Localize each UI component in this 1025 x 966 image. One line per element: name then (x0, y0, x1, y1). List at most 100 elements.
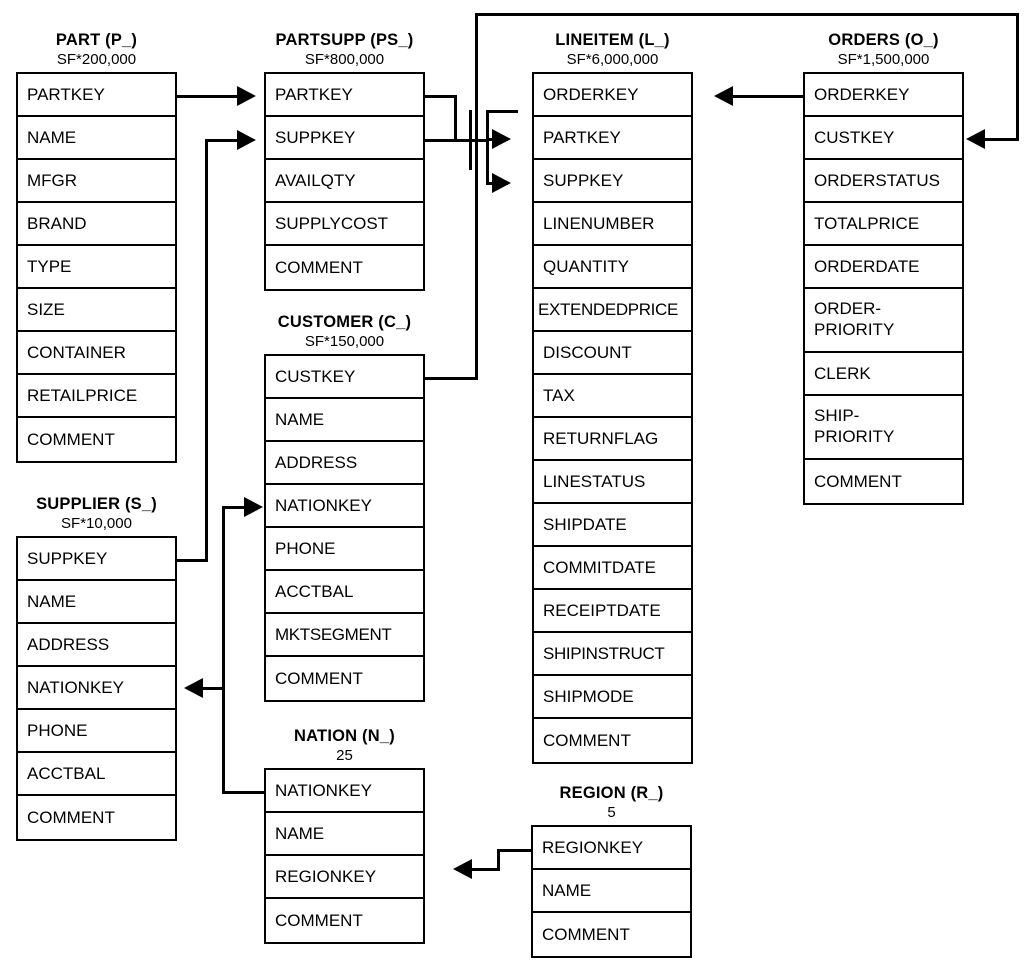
table-region: REGION (R_) 5 REGIONKEY NAME COMMENT (531, 783, 692, 958)
edge-to-lineitem-partkey-stub (486, 138, 508, 141)
table-lineitem-title: LINEITEM (L_) (555, 31, 670, 49)
field-lineitem-tax[interactable]: TAX (534, 375, 691, 418)
edge-supplier-suppkey-seg2 (205, 139, 208, 562)
field-orders-orderpriority-line1: ORDER- (814, 299, 882, 318)
field-orders-clerk[interactable]: CLERK (805, 353, 962, 396)
edge-partsupp-suppkey-up (454, 112, 457, 142)
edge-to-lineitem-partkey (486, 110, 518, 113)
field-part-size[interactable]: SIZE (18, 289, 175, 332)
table-partsupp-fields: PARTKEY SUPPKEY AVAILQTY SUPPLYCOST COMM… (264, 72, 425, 291)
field-supplier-nationkey[interactable]: NATIONKEY (18, 667, 175, 710)
field-part-type[interactable]: TYPE (18, 246, 175, 289)
field-nation-comment[interactable]: COMMENT (275, 911, 363, 930)
table-supplier-fields: SUPPKEY NAME ADDRESS NATIONKEY PHONE ACC… (16, 536, 177, 841)
table-part-title: PART (P_) (55, 31, 138, 49)
edge-part-partkey-to-partsupp (177, 95, 239, 98)
arrowhead-lineitem-suppkey (492, 173, 511, 193)
field-nation-regionkey[interactable]: REGIONKEY (266, 856, 423, 899)
field-customer-address[interactable]: ADDRESS (266, 442, 423, 485)
field-customer-nationkey[interactable]: NATIONKEY (266, 485, 423, 528)
edge-nation-to-customer (222, 506, 246, 509)
table-orders-cardinality: SF*1,500,000 (837, 51, 930, 68)
field-orders-shippriority[interactable]: SHIP- PRIORITY (805, 396, 962, 460)
table-part-fields: PARTKEY NAME MFGR BRAND TYPE SIZE CONTAI… (16, 72, 177, 463)
field-customer-comment[interactable]: COMMENT (275, 669, 363, 688)
table-region-fields: REGIONKEY NAME COMMENT (531, 825, 692, 958)
field-region-comment[interactable]: COMMENT (542, 925, 630, 944)
field-customer-custkey[interactable]: CUSTKEY (266, 356, 423, 399)
field-part-container[interactable]: CONTAINER (18, 332, 175, 375)
edge-customer-custkey-seg2 (475, 13, 478, 379)
edge-region-to-nation (472, 868, 500, 871)
field-orders-comment[interactable]: COMMENT (814, 472, 902, 491)
field-lineitem-shipmode[interactable]: SHIPMODE (534, 676, 691, 719)
field-orders-orderkey[interactable]: ORDERKEY (805, 74, 962, 117)
table-part: PART (P_) SF*200,000 PARTKEY NAME MFGR B… (16, 30, 177, 463)
field-part-retailprice[interactable]: RETAILPRICE (18, 375, 175, 418)
field-orders-totalprice[interactable]: TOTALPRICE (805, 203, 962, 246)
table-customer: CUSTOMER (C_) SF*150,000 CUSTKEY NAME AD… (264, 312, 425, 702)
table-partsupp-cardinality: SF*800,000 (304, 51, 385, 68)
edge-partsupp-partkey-out (425, 95, 457, 98)
table-region-title: REGION (R_) (559, 784, 664, 802)
arrowhead-lineitem-orderkey (714, 86, 733, 106)
field-lineitem-discount[interactable]: DISCOUNT (534, 332, 691, 375)
arrowhead-orders-custkey (966, 129, 985, 149)
field-partsupp-availqty[interactable]: AVAILQTY (266, 160, 423, 203)
field-supplier-name[interactable]: NAME (18, 581, 175, 624)
field-part-comment[interactable]: COMMENT (27, 430, 115, 449)
field-supplier-acctbal[interactable]: ACCTBAL (18, 753, 175, 796)
field-lineitem-extendedprice[interactable]: EXTENDEDPRICE (534, 289, 691, 332)
field-partsupp-partkey[interactable]: PARTKEY (266, 74, 423, 117)
field-region-name[interactable]: NAME (533, 870, 690, 913)
field-part-mfgr[interactable]: MFGR (18, 160, 175, 203)
field-customer-mktsegment[interactable]: MKTSEGMENT (266, 614, 423, 657)
edge-customer-custkey-seg3 (475, 13, 1019, 16)
field-lineitem-orderkey[interactable]: ORDERKEY (534, 74, 691, 117)
field-part-brand[interactable]: BRAND (18, 203, 175, 246)
edge-partsupp-suppkey-out (425, 139, 457, 142)
field-nation-name[interactable]: NAME (266, 813, 423, 856)
field-lineitem-linenumber[interactable]: LINENUMBER (534, 203, 691, 246)
edge-customer-custkey-seg5 (985, 138, 1019, 141)
field-nation-nationkey[interactable]: NATIONKEY (266, 770, 423, 813)
edge-partsupp-junction-up (486, 110, 489, 182)
field-lineitem-suppkey[interactable]: SUPPKEY (534, 160, 691, 203)
field-lineitem-quantity[interactable]: QUANTITY (534, 246, 691, 289)
field-supplier-phone[interactable]: PHONE (18, 710, 175, 753)
field-supplier-suppkey[interactable]: SUPPKEY (18, 538, 175, 581)
field-orders-orderpriority[interactable]: ORDER- PRIORITY (805, 289, 962, 353)
table-customer-cardinality: SF*150,000 (304, 333, 385, 350)
table-nation-title: NATION (N_) (294, 727, 395, 745)
field-lineitem-shipdate[interactable]: SHIPDATE (534, 504, 691, 547)
field-supplier-address[interactable]: ADDRESS (18, 624, 175, 667)
table-nation-cardinality: 25 (336, 747, 353, 764)
arrowhead-partsupp-partkey (237, 86, 256, 106)
field-lineitem-linestatus[interactable]: LINESTATUS (534, 461, 691, 504)
field-region-regionkey[interactable]: REGIONKEY (533, 827, 690, 870)
edge-nation-nationkey-up (222, 506, 225, 794)
table-lineitem: LINEITEM (L_) SF*6,000,000 ORDERKEY PART… (532, 30, 693, 764)
field-orders-orderdate[interactable]: ORDERDATE (805, 246, 962, 289)
field-orders-custkey[interactable]: CUSTKEY (805, 117, 962, 160)
field-customer-phone[interactable]: PHONE (266, 528, 423, 571)
field-lineitem-shipinstruct[interactable]: SHIPINSTRUCT (534, 633, 691, 676)
field-lineitem-partkey[interactable]: PARTKEY (534, 117, 691, 160)
field-orders-orderstatus[interactable]: ORDERSTATUS (805, 160, 962, 203)
field-lineitem-comment[interactable]: COMMENT (543, 731, 631, 750)
field-supplier-comment[interactable]: COMMENT (27, 808, 115, 827)
field-lineitem-receiptdate[interactable]: RECEIPTDATE (534, 590, 691, 633)
field-partsupp-suppkey[interactable]: SUPPKEY (266, 117, 423, 160)
field-lineitem-commitdate[interactable]: COMMITDATE (534, 547, 691, 590)
field-lineitem-returnflag[interactable]: RETURNFLAG (534, 418, 691, 461)
field-part-name[interactable]: NAME (18, 117, 175, 160)
table-customer-fields: CUSTKEY NAME ADDRESS NATIONKEY PHONE ACC… (264, 354, 425, 702)
field-customer-acctbal[interactable]: ACCTBAL (266, 571, 423, 614)
table-nation: NATION (N_) 25 NATIONKEY NAME REGIONKEY … (264, 726, 425, 944)
table-customer-title: CUSTOMER (C_) (277, 313, 412, 331)
field-customer-name[interactable]: NAME (266, 399, 423, 442)
table-orders-title: ORDERS (O_) (828, 31, 939, 49)
field-partsupp-supplycost[interactable]: SUPPLYCOST (266, 203, 423, 246)
field-partsupp-comment[interactable]: COMMENT (275, 258, 363, 277)
field-part-partkey[interactable]: PARTKEY (18, 74, 175, 117)
